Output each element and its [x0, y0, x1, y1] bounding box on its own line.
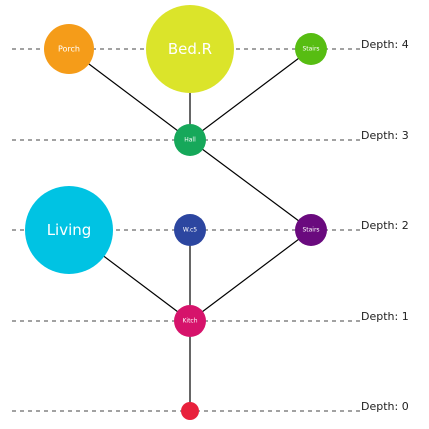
node-label-stairs-4: Stairs — [302, 46, 319, 53]
node-circle-kitchen[interactable] — [174, 305, 206, 337]
node-hall[interactable]: Hall — [174, 124, 206, 156]
node-circle-porch[interactable] — [44, 24, 94, 74]
node-circle-stairs-4[interactable] — [295, 33, 327, 65]
node-circle-bedroom[interactable] — [146, 5, 234, 93]
edge-hall-porch — [68, 48, 191, 141]
edge-stairs-2-hall — [189, 139, 312, 231]
node-label-stairs-2: Stairs — [302, 227, 319, 234]
node-circle-stairs-2[interactable] — [295, 214, 327, 246]
node-label-porch: Porch — [58, 45, 80, 54]
node-circle-hall[interactable] — [174, 124, 206, 156]
node-circle-root[interactable] — [181, 402, 199, 420]
node-root[interactable] — [181, 402, 199, 420]
node-stairs-2[interactable]: Stairs — [295, 214, 327, 246]
depth-label-1: Depth: 1 — [361, 310, 409, 323]
depth-label-2: Depth: 2 — [361, 219, 409, 232]
node-kitchen[interactable]: Kitch — [174, 305, 206, 337]
node-bedroom[interactable]: Bed.R — [146, 5, 234, 93]
node-label-living: Living — [47, 221, 92, 239]
node-stairs-4[interactable]: Stairs — [295, 33, 327, 65]
depth-label-3: Depth: 3 — [361, 129, 409, 142]
node-porch[interactable]: Porch — [44, 24, 94, 74]
node-label-kitchen: Kitch — [182, 318, 197, 325]
node-label-hall: Hall — [184, 137, 196, 144]
node-label-bedroom: Bed.R — [168, 40, 212, 58]
node-wc[interactable]: W.c5 — [174, 214, 206, 246]
depth-label-0: Depth: 0 — [361, 400, 409, 413]
node-circle-living[interactable] — [25, 186, 113, 274]
node-circle-wc[interactable] — [174, 214, 206, 246]
depth-label-4: Depth: 4 — [361, 38, 409, 51]
depth-labels: Depth: 0 Depth: 1 Depth: 2 Depth: 3 Depth: 4 — [361, 38, 409, 413]
edge-kitchen-stairs-2 — [189, 229, 312, 322]
node-living[interactable]: Living — [25, 186, 113, 274]
node-label-wc: W.c5 — [183, 227, 197, 234]
edge-hall-stairs-4 — [189, 48, 312, 141]
